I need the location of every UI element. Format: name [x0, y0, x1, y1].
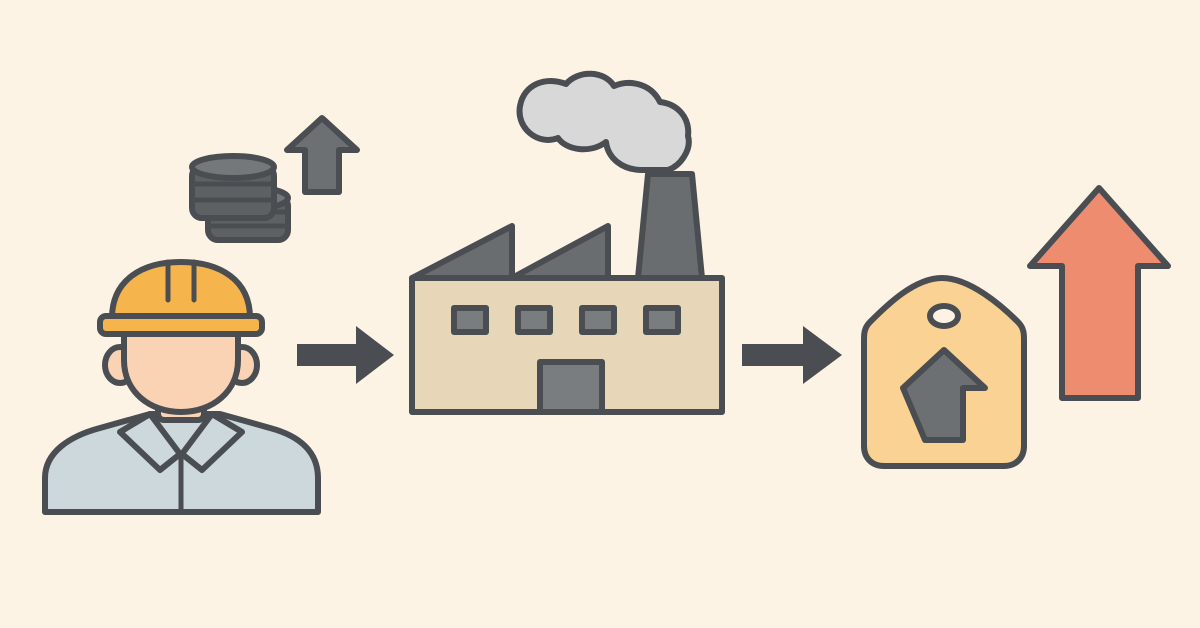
worker-face	[121, 327, 241, 415]
arrow-up-icon	[900, 347, 988, 443]
coin-front-top	[189, 153, 277, 181]
factory-window	[451, 305, 489, 335]
factory-smoke	[516, 70, 692, 173]
worker-collar-left	[117, 411, 183, 473]
arrow-right-icon	[742, 326, 842, 384]
worker-helmet-ridge	[165, 259, 197, 303]
factory-window	[643, 305, 681, 335]
factory-window	[579, 305, 617, 335]
arrow-right-icon	[297, 326, 394, 384]
worker-icon	[42, 259, 321, 515]
factory-door	[537, 359, 605, 415]
price-tag-icon	[861, 275, 1027, 469]
factory-icon	[409, 70, 725, 415]
worker-helmet-brim	[97, 313, 265, 337]
worker-collar-right	[179, 411, 245, 473]
arrow-up-icon	[284, 115, 360, 195]
factory-chimney	[635, 171, 705, 281]
arrow-up-icon	[1027, 185, 1171, 401]
factory-window	[515, 305, 553, 335]
worker-helmet-dome	[109, 259, 253, 321]
coin-stack-icon	[189, 153, 291, 243]
price-tag-hole	[927, 303, 961, 329]
